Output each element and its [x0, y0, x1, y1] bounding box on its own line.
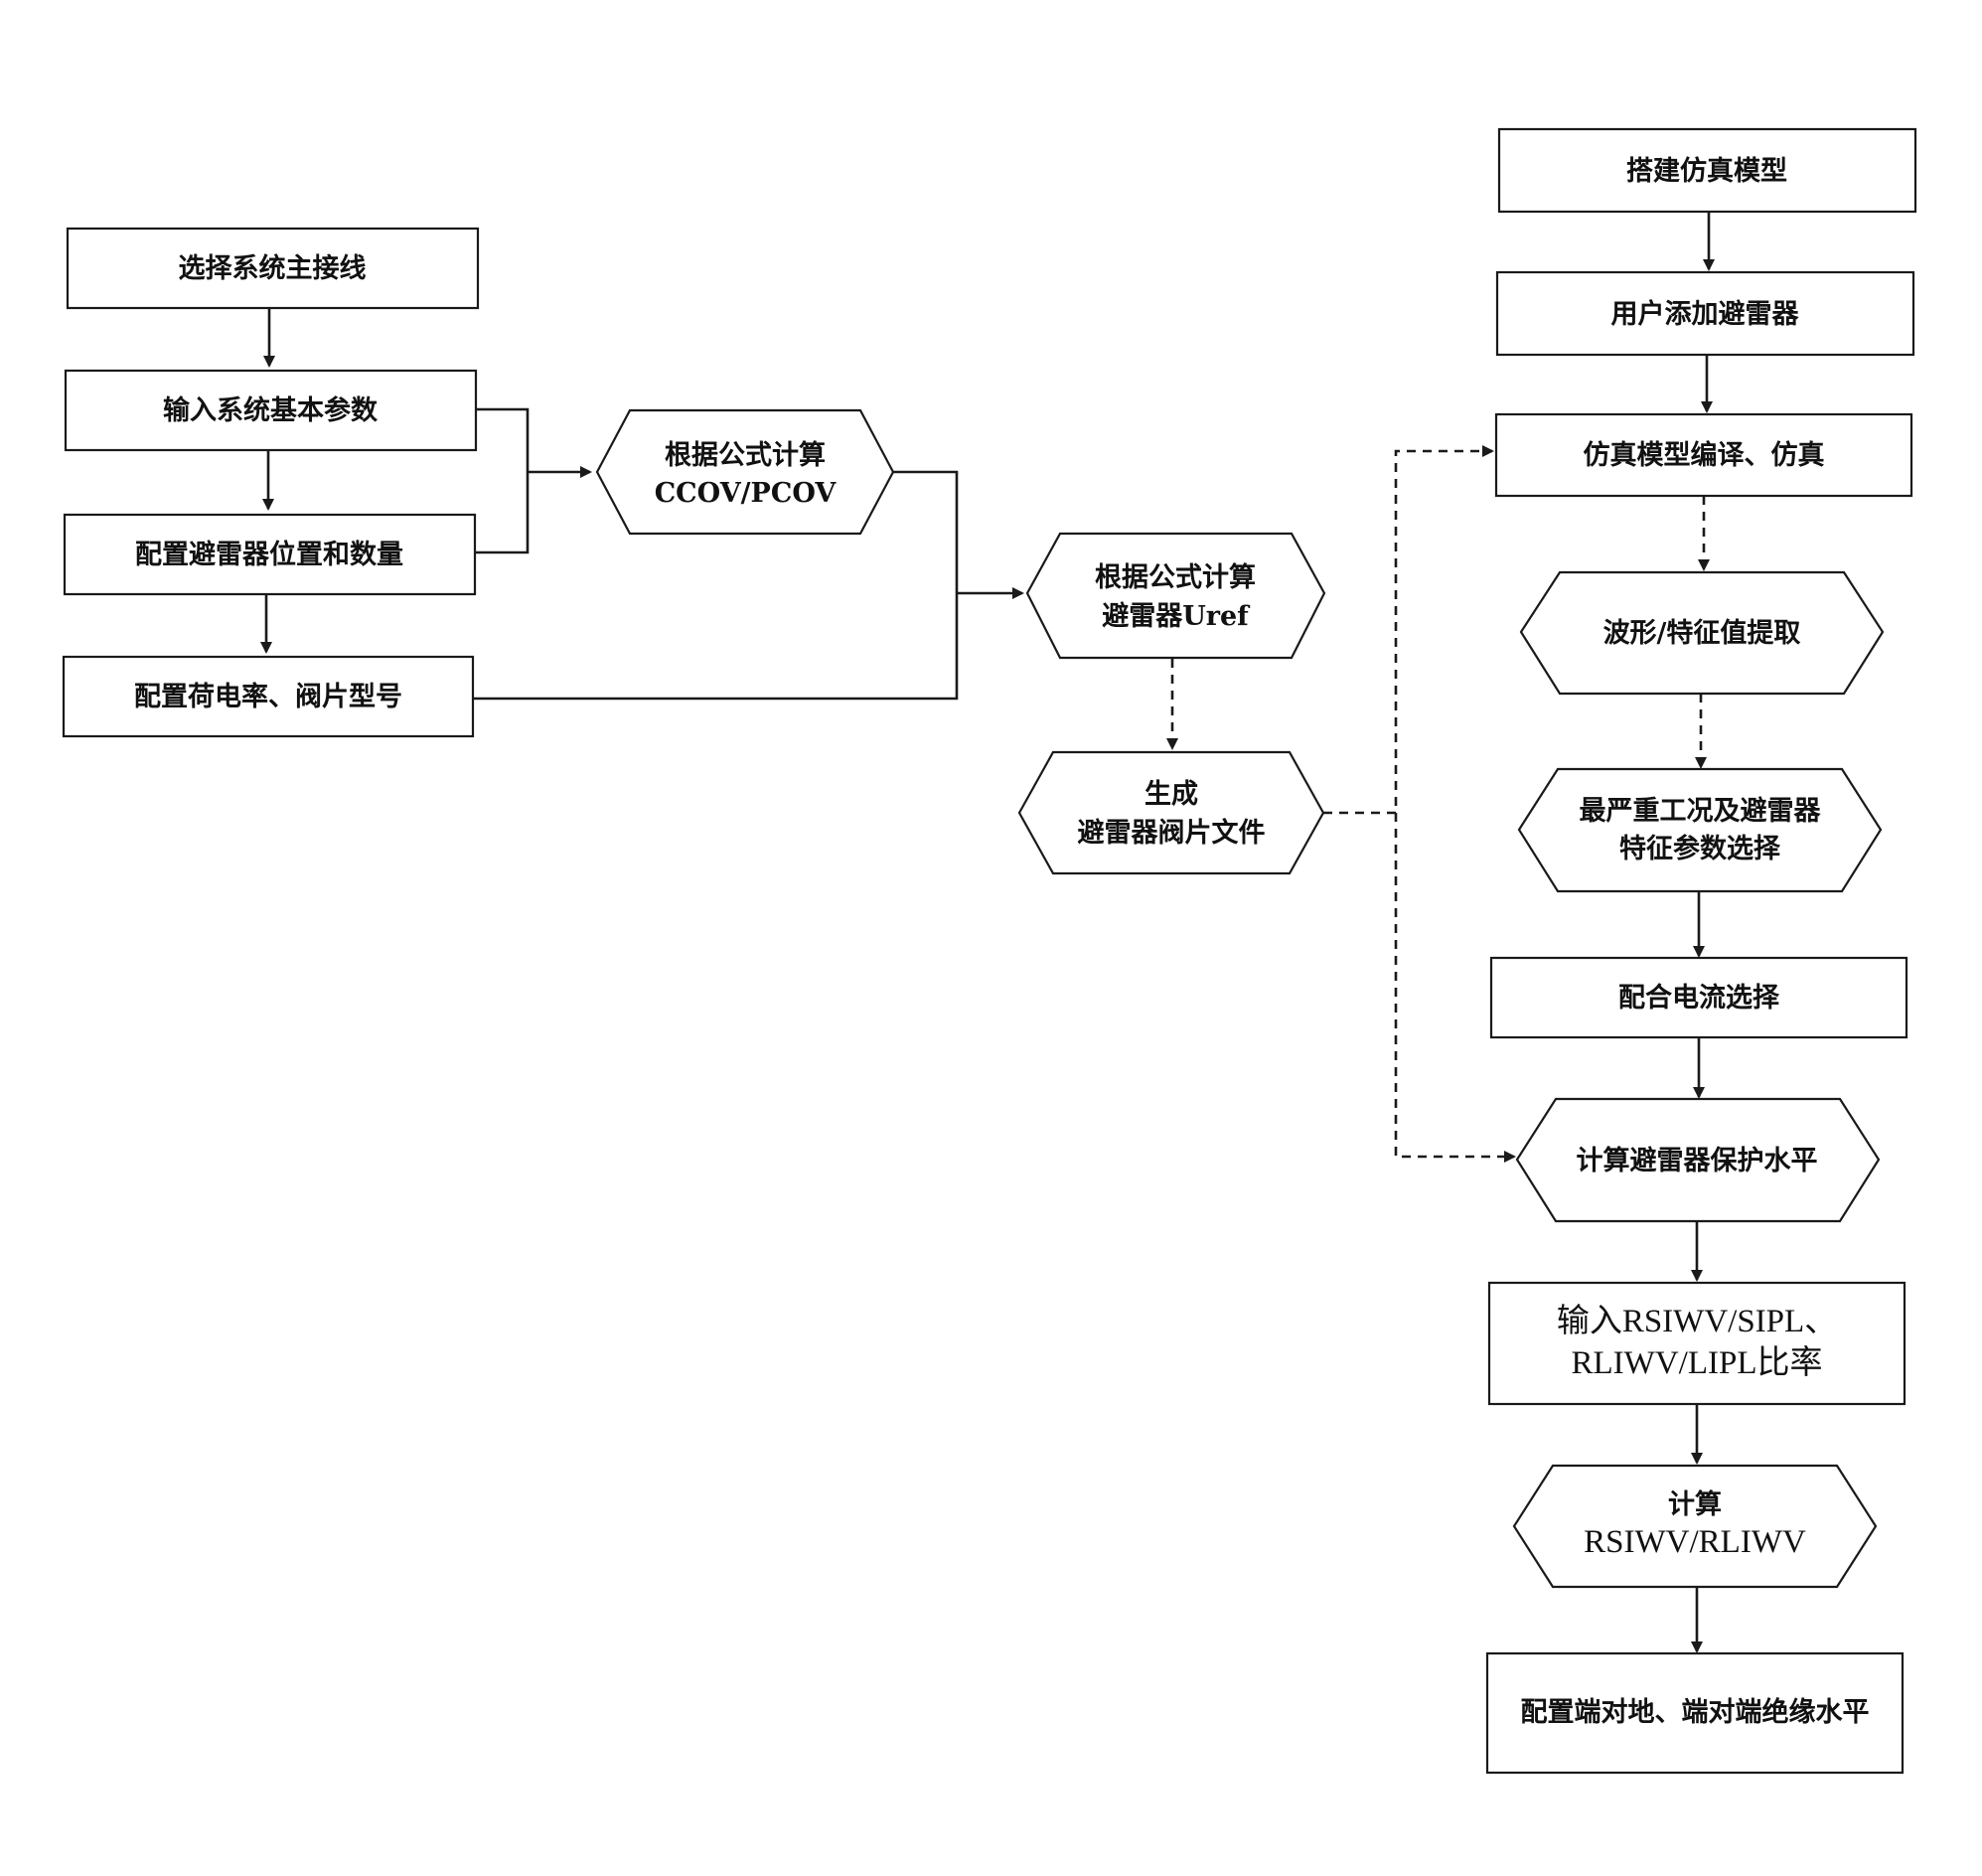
- node-input-ratio: 输入RSIWV/SIPL、 RLIWV/LIPL比率: [1487, 1281, 1906, 1406]
- node-calc-uref-label-2: 避雷器Uref: [1102, 600, 1251, 632]
- node-input-ratio-label-2: RLIWV/LIPL比率: [1572, 1344, 1823, 1381]
- node-build-model-label: 搭建仿真模型: [1626, 156, 1787, 187]
- node-waveform-extract-label: 波形/特征值提取: [1603, 618, 1801, 649]
- arrow-file-to-protection: [1394, 813, 1516, 1163]
- connector-params-to-merge: [476, 407, 530, 554]
- node-compile-sim: 仿真模型编译、仿真: [1494, 412, 1913, 498]
- node-select-wiring: 选择系统主接线: [66, 227, 480, 310]
- node-config-charge-rate-label: 配置荷电率、阀片型号: [134, 681, 402, 712]
- node-calc-ccov: 根据公式计算 CCOV/PCOV: [595, 408, 895, 536]
- connector-ccov-to-uref: [473, 470, 959, 701]
- node-protection-level-label: 计算避雷器保护水平: [1577, 1145, 1818, 1176]
- connectors: [260, 212, 1715, 1653]
- node-calc-uref: 根据公式计算 避雷器Uref: [1025, 532, 1326, 660]
- node-calc-ccov-label-2: CCOV/PCOV: [655, 478, 838, 509]
- node-protection-level: 计算避雷器保护水平: [1515, 1097, 1881, 1223]
- node-insulation-level-label: 配置端对地、端对端绝缘水平: [1521, 1696, 1870, 1728]
- node-gen-file-label-1: 生成: [1144, 779, 1198, 810]
- connector-file-to-sim: [1323, 445, 1494, 815]
- node-calc-rsiwv-label-1: 计算: [1668, 1488, 1722, 1520]
- node-calc-rsiwv: 计算 RSIWV/RLIWV: [1512, 1464, 1878, 1589]
- node-calc-uref-label-1: 根据公式计算: [1095, 561, 1256, 593]
- node-worst-case-label-2: 特征参数选择: [1619, 833, 1781, 864]
- node-coord-current: 配合电流选择: [1489, 956, 1908, 1039]
- node-user-add-arrester-label: 用户添加避雷器: [1611, 298, 1800, 330]
- node-user-add-arrester: 用户添加避雷器: [1495, 270, 1915, 357]
- node-worst-case-label-1: 最严重工况及避雷器: [1580, 795, 1822, 827]
- node-compile-sim-label: 仿真模型编译、仿真: [1584, 439, 1825, 471]
- node-worst-case: 最严重工况及避雷器 特征参数选择: [1517, 767, 1883, 893]
- node-insulation-level: 配置端对地、端对端绝缘水平: [1485, 1651, 1905, 1775]
- node-input-params-label: 输入系统基本参数: [163, 394, 379, 426]
- node-waveform-extract: 波形/特征值提取: [1519, 570, 1885, 696]
- node-gen-file-label-2: 避雷器阀片文件: [1078, 817, 1266, 849]
- node-gen-file: 生成 避雷器阀片文件: [1017, 750, 1325, 875]
- node-calc-ccov-label-1: 根据公式计算: [665, 439, 826, 471]
- node-calc-rsiwv-label-2: RSIWV/RLIWV: [1584, 1524, 1806, 1560]
- node-config-arrester-pos-label: 配置避雷器位置和数量: [135, 539, 403, 570]
- node-config-arrester-pos: 配置避雷器位置和数量: [63, 513, 477, 596]
- node-build-model: 搭建仿真模型: [1497, 127, 1917, 214]
- node-coord-current-label: 配合电流选择: [1618, 982, 1780, 1014]
- node-config-charge-rate: 配置荷电率、阀片型号: [62, 655, 475, 738]
- node-input-params: 输入系统基本参数: [64, 369, 478, 452]
- node-input-ratio-label-1: 输入RSIWV/SIPL、: [1557, 1303, 1837, 1339]
- node-select-wiring-label: 选择系统主接线: [179, 252, 367, 284]
